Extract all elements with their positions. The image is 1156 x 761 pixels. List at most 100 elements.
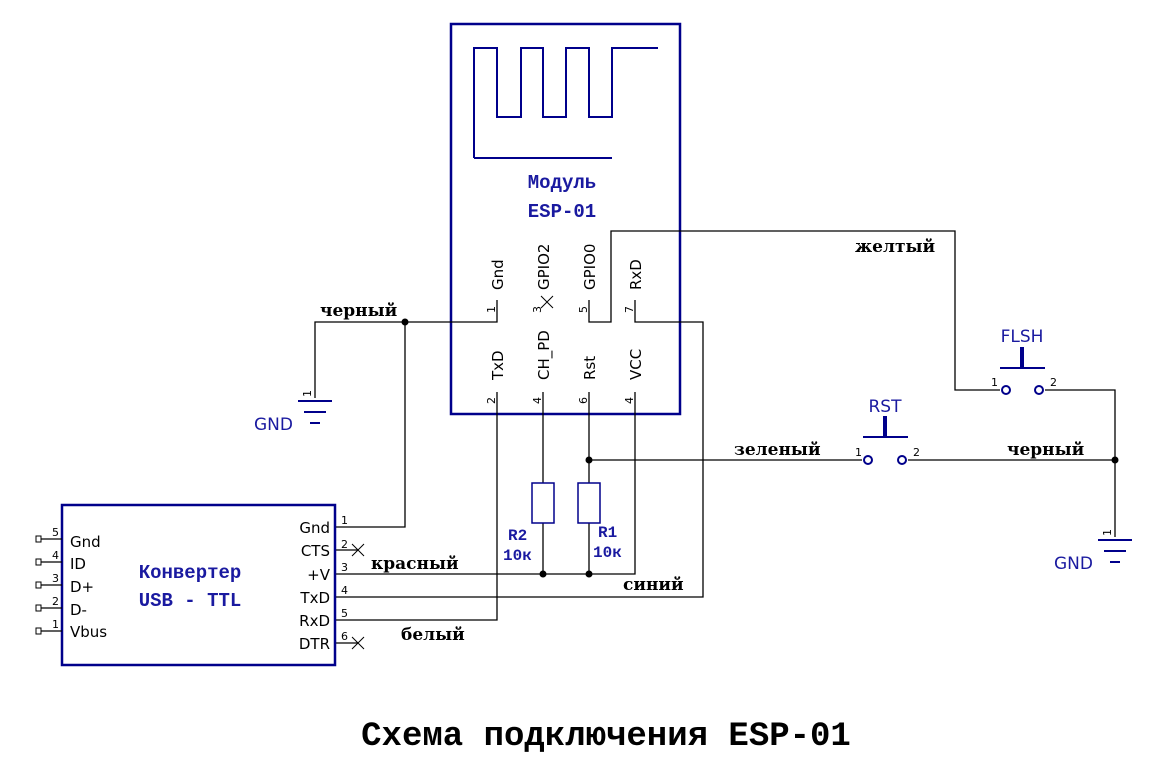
wire-label-green: зеленый [734, 440, 821, 460]
junction-dot-gnd-right [1111, 456, 1119, 464]
switch-flsh-contact1 [1001, 385, 1011, 395]
ground-right-pin: 1 [1101, 529, 1114, 536]
usb-pin-2-num: 2 [52, 595, 59, 608]
resistor-r1-ref: R1 [598, 524, 617, 542]
dtr-no-connect-icon [351, 636, 365, 650]
wire-rxd-blue [335, 300, 704, 598]
esp01-outline [449, 22, 682, 416]
resistor-r1: R1 10к [577, 482, 622, 562]
usb-pin-5-num: 5 [52, 526, 59, 539]
ttl-pin-5-num: 5 [341, 607, 348, 620]
ttl-pin-gnd-label: Gnd [299, 519, 330, 537]
ttl-pin-v-label: +V [307, 566, 331, 584]
ttl-pin-2-num: 2 [341, 538, 348, 551]
ttl-pin-6-num: 6 [341, 630, 348, 643]
esp-pin-gpio0-label: GPIO0 [581, 244, 599, 290]
ttl-pin-1-num: 1 [341, 514, 348, 527]
junction-dot-rst [585, 456, 593, 464]
esp-pin-7-num: 7 [623, 306, 636, 313]
wire-label-black-right: черный [1007, 440, 1085, 460]
resistor-r2-ref: R2 [508, 527, 527, 545]
esp01-module: Модуль ESP-01 Gnd GPIO2 GPIO0 RxD 1 3 5 … [449, 22, 682, 416]
ground-left-label: GND [254, 415, 293, 435]
resistor-r2-body [531, 482, 555, 524]
switch-flsh-pin1: 1 [991, 376, 998, 389]
esp-pin-3-num: 3 [531, 306, 544, 313]
gpio2-no-connect-icon [540, 295, 554, 309]
usb-pin-id-label: ID [70, 555, 86, 573]
ttl-pin-cts-label: CTS [301, 542, 330, 560]
esp-pin-5-num: 5 [577, 306, 590, 313]
esp-pin-6-num: 6 [577, 397, 590, 404]
converter-right-pins: Gnd CTS +V TxD RxD DTR 1 2 3 4 5 6 [299, 514, 348, 653]
wires [314, 230, 1116, 644]
resistor-r2: R2 10к [503, 482, 555, 565]
converter-outline [60, 503, 337, 667]
wire-txd-white [335, 392, 498, 621]
wire-label-blue: синий [623, 575, 684, 595]
switch-rst-pin2: 2 [913, 446, 920, 459]
ttl-pin-txd-label: TxD [299, 589, 330, 607]
usb-pin-dplus-terminal [35, 581, 42, 589]
usb-pin-vbus-label: Vbus [70, 623, 107, 641]
resistor-r2-value: 10к [503, 547, 532, 565]
esp-pin-rxd-label: RxD [627, 259, 645, 290]
usb-pin-1-num: 1 [52, 618, 59, 631]
switch-rst-label: RST [869, 397, 903, 417]
converter-left-pins: 5 4 3 2 1 Gnd ID D+ D- Vbus [35, 526, 107, 641]
junction-dot-gnd [401, 318, 409, 326]
usb-pin-vbus-terminal [35, 627, 42, 635]
ttl-pin-dtr-label: DTR [299, 635, 330, 653]
usb-pin-gnd-label: Gnd [70, 533, 101, 551]
usb-pin-dminus-label: D- [70, 601, 87, 619]
switch-rst-pin1: 1 [855, 446, 862, 459]
usb-pin-4-num: 4 [52, 549, 59, 562]
switch-rst-contact2 [897, 455, 907, 465]
resistor-r1-body [577, 482, 601, 524]
wire-label-white: белый [401, 625, 465, 645]
wire-converter-gnd [335, 322, 406, 528]
converter-left-pin-leads [40, 538, 62, 632]
esp-pin-gpio2-label: GPIO2 [535, 244, 553, 290]
ground-left: 1 GND [254, 390, 332, 435]
ground-left-pin: 1 [301, 390, 314, 397]
switch-rst: RST 1 2 [855, 397, 920, 465]
ground-left-icon [298, 400, 332, 424]
ground-right: 1 GND [1054, 529, 1132, 574]
wire-flsh-gnd [1045, 389, 1116, 537]
ttl-pin-3-num: 3 [341, 561, 348, 574]
junction-dot-r2-vcc [539, 570, 547, 578]
esp-pin-vcc-num: 4 [623, 397, 636, 404]
ground-right-icon [1098, 539, 1132, 563]
ground-right-label: GND [1054, 554, 1093, 574]
switch-flsh: FLSH 1 2 [991, 327, 1057, 395]
switch-flsh-pin2: 2 [1050, 376, 1057, 389]
esp-pin-1-num: 1 [485, 306, 498, 313]
esp01-label-line1: Модуль [528, 172, 596, 194]
antenna-trace-icon [473, 47, 658, 158]
switch-flsh-contact2 [1034, 385, 1044, 395]
usb-pin-dminus-terminal [35, 604, 42, 612]
wire-vcc-red [335, 392, 636, 575]
wire-gpio0-yellow [588, 230, 1000, 391]
diagram-title: Схема подключения ESP-01 [361, 718, 851, 756]
esp-pin-4-num: 4 [531, 397, 544, 404]
switch-rst-contact1 [863, 455, 873, 465]
esp-pin-txd-label: TxD [489, 350, 507, 381]
cts-no-connect-icon [351, 543, 365, 557]
ttl-pin-rxd-label: RxD [299, 612, 330, 630]
esp01-label-line2: ESP-01 [528, 201, 596, 223]
wire-label-yellow: желтый [855, 237, 936, 257]
usb-pin-gnd-terminal [35, 535, 42, 543]
junction-dot-r1-vcc [585, 570, 593, 578]
esp-pin-gnd-label: Gnd [489, 259, 507, 290]
wire-label-black-left: черный [320, 301, 398, 321]
esp-pin-2-num: 2 [485, 397, 498, 404]
usb-pin-3-num: 3 [52, 572, 59, 585]
ttl-pin-4-num: 4 [341, 584, 348, 597]
usb-pin-dplus-label: D+ [70, 578, 94, 596]
esp-pin-vcc-label: VCC [627, 349, 645, 380]
resistor-r1-value: 10к [593, 544, 622, 562]
switch-flsh-label: FLSH [1001, 327, 1044, 347]
